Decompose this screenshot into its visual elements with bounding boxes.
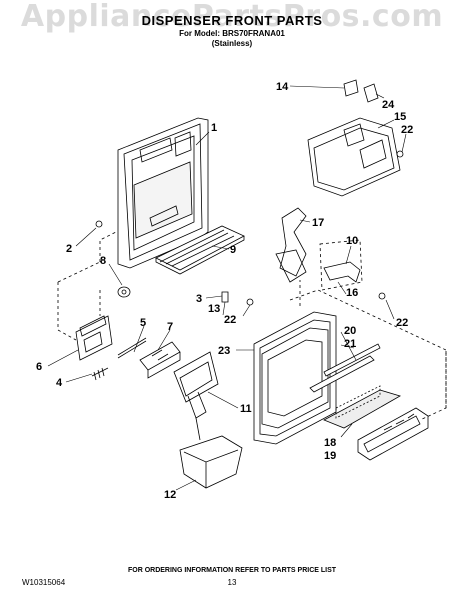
watermark: AppliancePartsPros.com <box>20 0 444 34</box>
callout-20: 20 <box>344 325 356 337</box>
callout-2: 2 <box>66 243 72 255</box>
actuator-lever-part <box>173 351 219 419</box>
control-module-part <box>57 231 117 361</box>
leader-lines <box>47 85 407 491</box>
display-panel-part <box>323 385 429 461</box>
ordering-note: FOR ORDERING INFORMATION REFER TO PARTS … <box>127 567 337 574</box>
front-panel-frame-part <box>253 311 337 445</box>
callout-21: 21 <box>344 338 356 350</box>
callout-11: 11 <box>240 403 252 415</box>
callout-24: 24 <box>382 99 395 111</box>
callout-4: 4 <box>56 377 63 389</box>
callout-22-left: 22 <box>224 314 236 326</box>
callout-16: 16 <box>346 287 358 299</box>
callout-14: 14 <box>276 81 289 93</box>
upper-housing-part <box>307 117 401 197</box>
finish-line: (Stainless) <box>211 39 253 48</box>
screw-part-4 <box>91 367 109 381</box>
wire-spring-part <box>117 337 147 359</box>
screw-part-22-top <box>396 150 404 158</box>
switch-bracket-part <box>139 341 181 379</box>
callout-6: 6 <box>36 361 42 373</box>
callout-22-right: 22 <box>396 317 408 329</box>
screw-part-2 <box>95 220 103 228</box>
callout-7: 7 <box>167 321 173 333</box>
callout-19: 19 <box>324 450 336 462</box>
callout-8: 8 <box>100 255 106 267</box>
callout-10: 10 <box>346 235 358 247</box>
arm-part <box>275 207 307 283</box>
light-socket-part <box>117 286 131 298</box>
screw-part-22-right <box>378 292 386 300</box>
callout-17: 17 <box>312 217 324 229</box>
screw-part-22-left <box>246 298 254 306</box>
callout-9: 9 <box>230 244 236 256</box>
callout-22-top: 22 <box>401 124 413 136</box>
bracket-part-24 <box>363 83 379 103</box>
callout-12: 12 <box>164 489 176 501</box>
document-number: W10315064 <box>22 578 66 587</box>
model-line: For Model: BRS70FRANA01 <box>179 29 285 38</box>
trim-strip-part <box>309 343 381 393</box>
screw-part-13 <box>221 291 229 303</box>
ice-chute-part <box>179 435 243 489</box>
callout-15: 15 <box>394 111 406 123</box>
callout-1: 1 <box>211 122 217 134</box>
dispenser-lever-part <box>319 239 363 291</box>
callout-5: 5 <box>140 317 146 329</box>
callout-13: 13 <box>208 303 220 315</box>
drip-tray-part <box>155 225 245 275</box>
page-title: DISPENSER FRONT PARTS <box>141 13 323 28</box>
callout-18: 18 <box>324 437 336 449</box>
page-number: 13 <box>227 578 237 587</box>
dispenser-housing-part <box>117 117 209 269</box>
callout-3: 3 <box>196 293 202 305</box>
callout-23: 23 <box>218 345 230 357</box>
bracket-part-14 <box>343 79 359 97</box>
